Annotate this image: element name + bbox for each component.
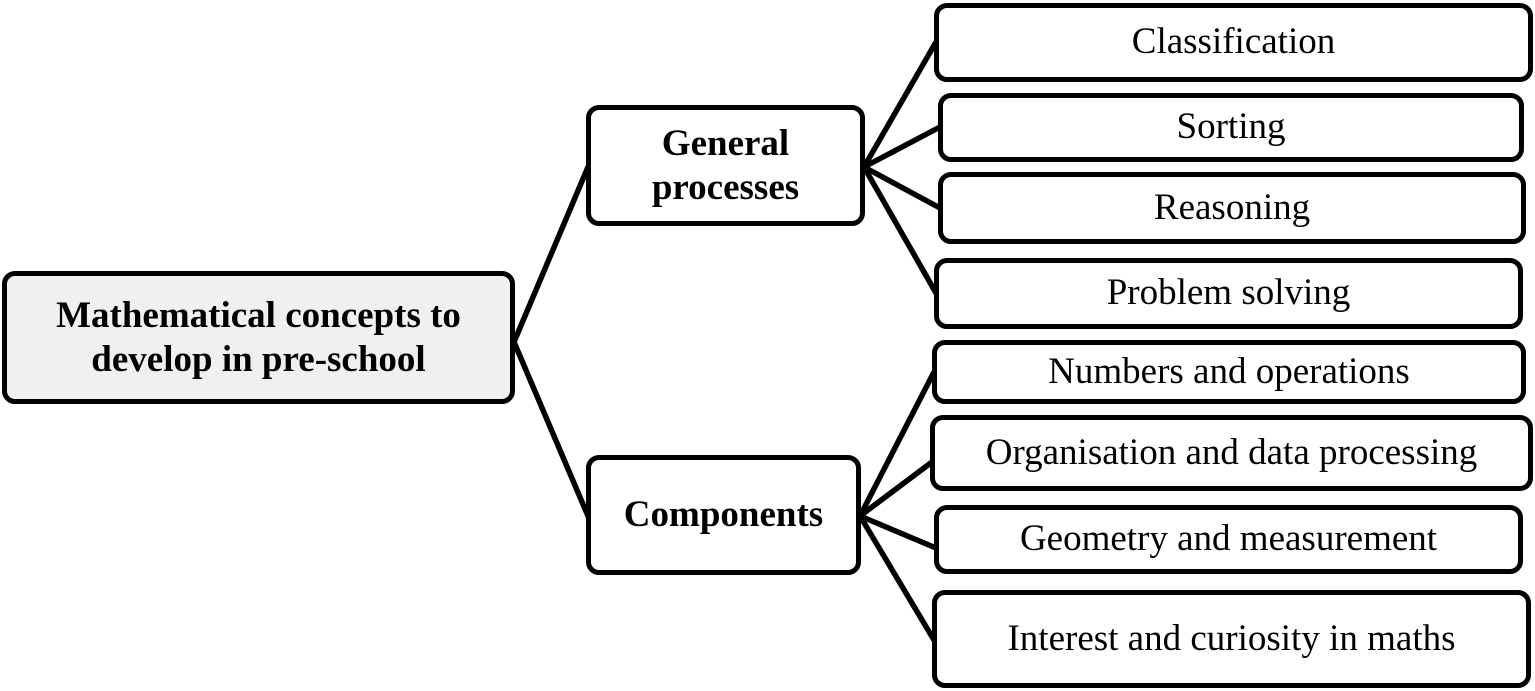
connector-general-processes-to-reasoning [861, 164, 943, 211]
node-leaf-interest-and-curiosity-in-maths-label: Interest and curiosity in maths [1007, 617, 1456, 659]
node-leaf-numbers-and-operations[interactable]: Numbers and operations [932, 340, 1526, 404]
node-leaf-interest-and-curiosity-in-maths[interactable]: Interest and curiosity in maths [932, 590, 1531, 688]
node-leaf-reasoning[interactable]: Reasoning [938, 172, 1526, 244]
connector-components-to-interest-and-curiosity [857, 513, 937, 643]
connector-root-to-components [511, 339, 591, 519]
node-branch-general-processes-label: General processes [651, 123, 800, 208]
connector-general-processes-to-sorting [861, 124, 943, 170]
connector-components-to-numbers-and-operations [857, 369, 937, 519]
node-branch-general-processes[interactable]: General processes [586, 105, 865, 226]
node-leaf-classification-label: Classification [1131, 21, 1336, 63]
connector-components-to-organisation-and-data-processing [857, 459, 935, 519]
node-leaf-geometry-and-measurement-label: Geometry and measurement [1019, 518, 1438, 560]
node-leaf-geometry-and-measurement[interactable]: Geometry and measurement [934, 505, 1523, 574]
connector-general-processes-to-problem-solving [861, 164, 939, 296]
node-branch-components[interactable]: Components [586, 455, 861, 575]
connector-components-to-geometry-and-measurement [857, 513, 939, 551]
node-leaf-organisation-and-data-processing-label: Organisation and data processing [985, 431, 1478, 473]
node-root-mathematical-concepts[interactable]: Mathematical concepts to develop in pre-… [2, 271, 515, 404]
node-root-label: Mathematical concepts to develop in pre-… [56, 295, 461, 380]
node-leaf-problem-solving[interactable]: Problem solving [934, 258, 1523, 329]
node-leaf-sorting-label: Sorting [1176, 106, 1286, 148]
connector-root-to-general-processes [511, 164, 591, 345]
node-leaf-reasoning-label: Reasoning [1153, 186, 1311, 228]
node-leaf-classification[interactable]: Classification [934, 3, 1533, 82]
node-leaf-problem-solving-label: Problem solving [1106, 272, 1351, 314]
node-leaf-sorting[interactable]: Sorting [938, 93, 1524, 162]
node-leaf-numbers-and-operations-label: Numbers and operations [1048, 350, 1410, 392]
node-branch-components-label: Components [623, 494, 824, 536]
node-leaf-organisation-and-data-processing[interactable]: Organisation and data processing [930, 415, 1533, 491]
connector-general-processes-to-classification [861, 39, 939, 170]
